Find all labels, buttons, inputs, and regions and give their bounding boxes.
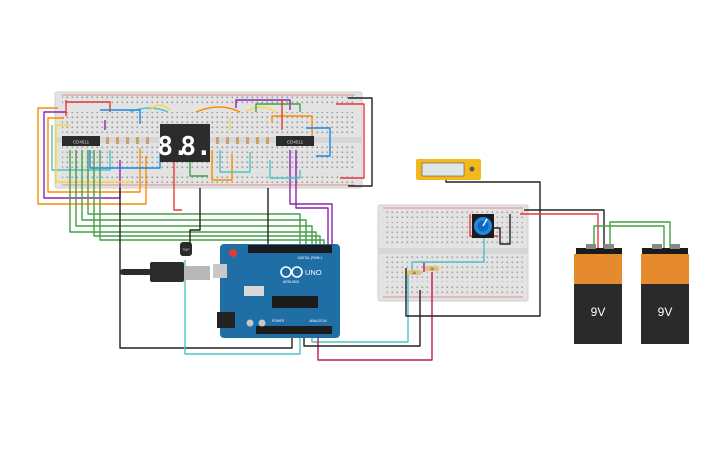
arduino-logo bbox=[280, 266, 303, 278]
seven-segment-display[interactable]: 8. 8. bbox=[157, 124, 212, 162]
chip-right[interactable]: CD4511 bbox=[276, 136, 314, 146]
secondary-breadboard[interactable] bbox=[377, 204, 529, 302]
usb-cable bbox=[120, 262, 210, 282]
display-digit-1: 8. bbox=[157, 132, 188, 162]
resistor-a[interactable]: 1k bbox=[407, 270, 421, 275]
microcontroller-chip bbox=[272, 296, 318, 308]
resistor-a-label: 1k bbox=[412, 271, 416, 275]
arduino-uno[interactable]: UNO ARDUINO DIGITAL (PWM~) POWER ANALOG … bbox=[213, 244, 340, 338]
chip-left-label: CD4511 bbox=[73, 140, 90, 145]
battery-1-label: 9V bbox=[591, 305, 606, 319]
wires[interactable] bbox=[37, 97, 671, 361]
arduino-model: UNO bbox=[305, 268, 322, 277]
resistor-b[interactable]: 1k bbox=[425, 266, 439, 271]
resistor-b-label: 1k bbox=[430, 267, 434, 271]
battery-1[interactable]: 9V bbox=[574, 244, 622, 344]
arduino-brand: ARDUINO bbox=[283, 280, 300, 284]
power-header-label: POWER bbox=[272, 319, 285, 323]
display-digit-2: 8. bbox=[180, 132, 211, 162]
potentiometer[interactable] bbox=[472, 214, 494, 238]
lcd-module[interactable] bbox=[416, 159, 481, 180]
chip-right-label: CD4511 bbox=[287, 140, 304, 145]
reset-button[interactable] bbox=[229, 249, 237, 257]
sensor-label: TMP bbox=[182, 248, 190, 252]
battery-2-label: 9V bbox=[658, 305, 673, 319]
power-jack bbox=[217, 312, 235, 328]
battery-2[interactable]: 9V bbox=[641, 244, 689, 344]
temperature-sensor[interactable]: TMP bbox=[180, 242, 192, 256]
digital-header-label: DIGITAL (PWM~) bbox=[298, 256, 323, 260]
analog-header-label: ANALOG IN bbox=[309, 319, 327, 323]
resistor-array[interactable] bbox=[106, 137, 269, 144]
chip-left[interactable]: CD4511 bbox=[62, 136, 100, 146]
usb-port bbox=[213, 264, 227, 278]
